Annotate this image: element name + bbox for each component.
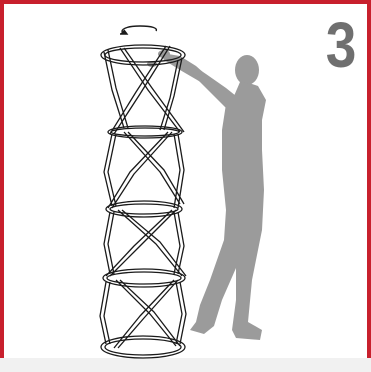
struts bbox=[100, 46, 186, 348]
tower-frame bbox=[100, 45, 186, 358]
step-number: 3 bbox=[322, 14, 360, 76]
rotate-arrow-icon bbox=[120, 26, 156, 34]
person-silhouette bbox=[147, 48, 266, 340]
